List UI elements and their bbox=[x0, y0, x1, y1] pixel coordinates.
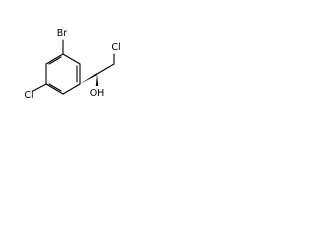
ring-bond-bottom-left bbox=[45, 83, 64, 95]
hydroxyl-atom-label: OH bbox=[90, 88, 105, 99]
ring-bond-top-left bbox=[45, 53, 64, 65]
ring-double-bond-inner-bottom-left bbox=[48, 83, 62, 92]
wedge-bond-stereocenter-to-hydroxyl bbox=[95, 74, 99, 86]
chemical-structure: Br Cl Cl OH bbox=[24, 28, 120, 101]
ring-bond-top-right bbox=[62, 53, 81, 65]
chain-chlorine-atom-label: Cl bbox=[111, 42, 120, 53]
bonds bbox=[32, 39, 115, 95]
bromine-atom-label: Br bbox=[57, 28, 68, 39]
ring-chlorine-bond bbox=[32, 83, 47, 92]
chain-bond-ch2 bbox=[96, 63, 115, 75]
ring-double-bond-inner-top-left bbox=[48, 56, 62, 65]
wedge-bond-ring-to-stereocenter bbox=[80, 73, 97, 84]
ring-bond-bottom-right bbox=[62, 83, 81, 95]
ring-chlorine-atom-label: Cl bbox=[24, 90, 33, 101]
